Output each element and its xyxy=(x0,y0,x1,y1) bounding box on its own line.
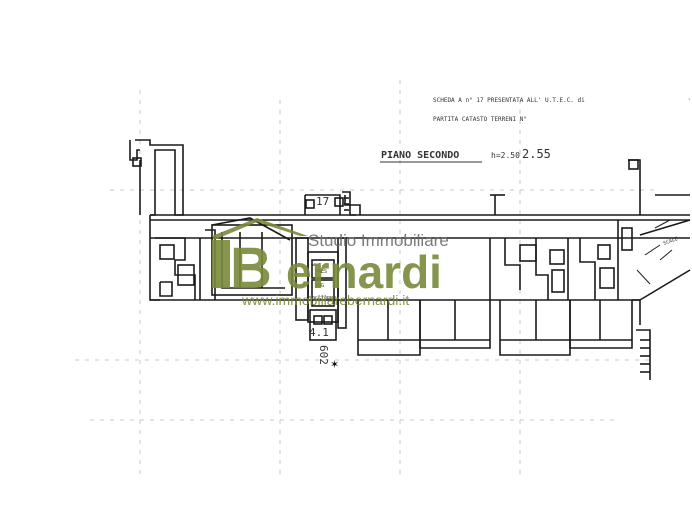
dimension-a: 4.1 xyxy=(309,326,329,339)
watermark-url: www.immobiliarebernardi.it xyxy=(241,292,409,308)
header-line-1: SCHEDA A n° 17 PRESENTATA ALL' U.T.E.C. … xyxy=(433,97,585,104)
floor-height-correction: 2.55 xyxy=(522,147,551,161)
floor-title: PIANO SECONDO xyxy=(381,150,459,161)
watermark-name: ernardi xyxy=(286,246,442,298)
room-label-wc: w.c. xyxy=(312,262,324,268)
room-label-pres: PRES xyxy=(315,269,327,275)
room-label-ang: ANG xyxy=(315,283,324,289)
header-line-2: PARTITA CATASTO TERRENI N° xyxy=(433,116,527,123)
watermark-line1: Studio Immobiliare xyxy=(308,231,449,250)
room-label-soggiorno: SOGGIORNO xyxy=(309,296,336,302)
watermark-house-logo xyxy=(212,218,308,288)
watermark-b: B xyxy=(230,236,272,301)
margin-mark: · xyxy=(688,95,691,104)
right-note: SCALE xyxy=(663,236,679,247)
building-outline xyxy=(129,139,691,380)
star-mark: ✶ xyxy=(330,358,339,371)
annotation-marks xyxy=(636,219,673,285)
floor-height: h=2.50 xyxy=(491,151,520,160)
unit-number-label: 17 xyxy=(316,195,329,208)
watermark: B Studio Immobiliare ernardi www.immobil… xyxy=(212,218,449,308)
dimension-b: 602 xyxy=(317,345,330,365)
